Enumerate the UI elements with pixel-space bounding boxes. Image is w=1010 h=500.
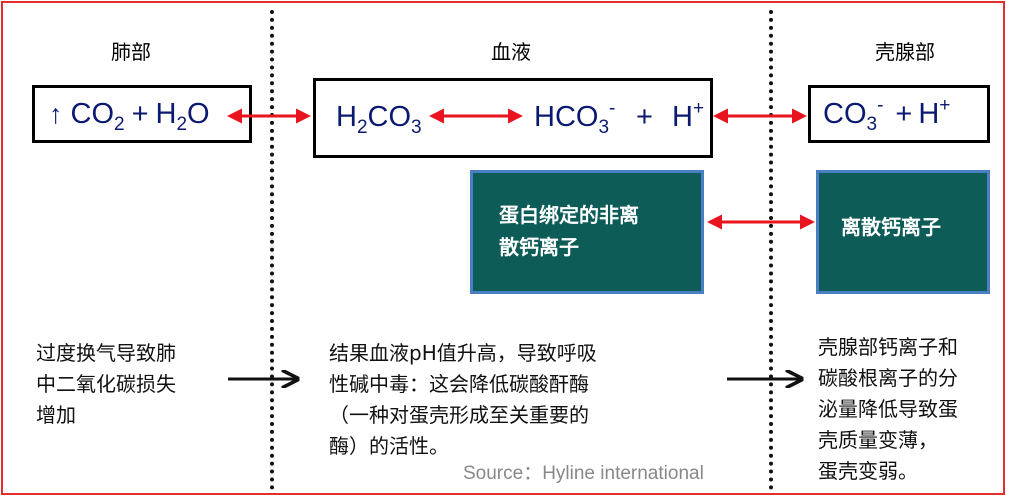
box-line: 散钙离子 xyxy=(499,235,579,259)
description-lung: 过度换气导致肺 中二氧化碳损失 增加 xyxy=(36,338,176,431)
description-shell-gland: 壳腺部钙离子和 碳酸根离子的分 泌量降低导致蛋 壳质量变薄， 蛋壳变弱。 xyxy=(818,332,958,487)
heading-lung: 肺部 xyxy=(111,40,151,64)
desc-line: 蛋壳变弱。 xyxy=(818,459,918,483)
plus-sign: + xyxy=(131,97,149,130)
formula-box-shell-gland: CO3- + H+ xyxy=(808,85,990,143)
box-protein-bound-calcium: 蛋白绑定的非离 散钙离子 xyxy=(470,170,704,294)
source-credit: Source：Hyline international xyxy=(463,463,704,484)
desc-line: 过度换气导致肺 xyxy=(36,341,176,365)
desc-line: 酶）的活性。 xyxy=(329,434,449,458)
heading-shell-gland: 壳腺部 xyxy=(875,40,935,64)
h-plus-text: H+ xyxy=(672,98,705,133)
divider-lung-blood xyxy=(270,10,274,490)
plus-sign: + xyxy=(895,97,913,130)
desc-line: 性碱中毒：这会降低碳酸酐酶 xyxy=(329,372,589,396)
plus-sign: + xyxy=(636,101,653,133)
description-blood: 结果血液pH值升高，导致呼吸 性碱中毒：这会降低碳酸酐酶 （一种对蛋壳形成至关重… xyxy=(329,338,597,462)
desc-line: 中二氧化碳损失 xyxy=(36,372,176,396)
divider-blood-shell xyxy=(769,10,773,490)
hco3-text: HCO3- xyxy=(534,98,616,138)
box-free-calcium: 离散钙离子 xyxy=(816,170,990,294)
h-plus-text: H+ xyxy=(918,94,951,130)
desc-line: 增加 xyxy=(36,403,76,427)
desc-line: 结果血液pH值升高，导致呼吸 xyxy=(329,341,597,365)
h2o-text: H2O xyxy=(155,97,210,135)
co2-text: CO2 xyxy=(70,97,125,135)
box-line: 离散钙离子 xyxy=(841,215,941,239)
desc-line: 碳酸根离子的分 xyxy=(818,366,958,390)
desc-line: 壳腺部钙离子和 xyxy=(818,335,958,359)
up-arrow-icon: ↑ xyxy=(49,98,63,129)
co3-text: CO3- xyxy=(823,94,884,135)
h2co3-text: H2CO3 xyxy=(336,101,422,138)
desc-line: 泌量降低导致蛋 xyxy=(818,397,958,421)
heading-blood: 血液 xyxy=(491,40,531,64)
desc-line: （一种对蛋壳形成至关重要的 xyxy=(329,403,589,427)
desc-line: 壳质量变薄， xyxy=(818,428,938,452)
formula-box-lung: ↑ CO2 + H2O xyxy=(32,85,252,143)
box-line: 蛋白绑定的非离 xyxy=(499,203,639,227)
